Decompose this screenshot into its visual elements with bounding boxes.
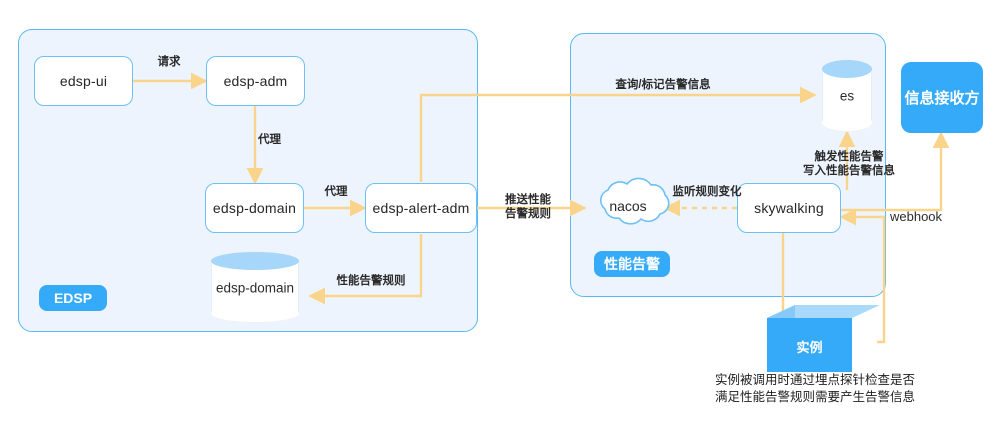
group-badge-performance-alert: 性能告警 xyxy=(594,251,670,277)
edge-label-proxy-domain-alert: 代理 xyxy=(324,186,348,198)
node-edsp-domain-database[interactable]: edsp-domain xyxy=(211,252,299,323)
node-edsp-ui[interactable]: edsp-ui xyxy=(34,56,133,106)
node-es-database-label: es xyxy=(839,88,855,104)
node-edsp-adm-label: edsp-adm xyxy=(223,73,288,89)
edge-label-webhook: webhook xyxy=(890,209,943,224)
edge-label-query-mark-alert-info: 查询/标记告警信息 xyxy=(615,79,711,91)
cylinder-bottom-ellipse xyxy=(211,304,299,323)
instance-caption: 实例被调用时通过埋点探针检查是否 满足性能告警规则需要产生告警信息 xyxy=(715,373,916,404)
node-instance-label[interactable]: 实例 xyxy=(796,340,823,355)
group-badge-edsp-label: EDSP xyxy=(53,290,93,306)
node-edsp-alert-adm[interactable]: edsp-alert-adm xyxy=(365,183,477,233)
edge-label-perf-alert-rule: 性能告警规则 xyxy=(336,275,406,287)
edge-label-push-alert-rule: 推送性能 告警规则 xyxy=(505,194,551,220)
node-edsp-ui-label: edsp-ui xyxy=(59,73,108,89)
node-nacos-label[interactable]: nacos xyxy=(609,198,647,214)
edge-label-request: 请求 xyxy=(157,56,181,68)
node-message-receiver-label: 信息接收方 xyxy=(904,90,980,107)
node-message-receiver[interactable]: 信息接收方 xyxy=(901,62,983,133)
node-es-database[interactable]: es xyxy=(822,60,872,132)
edge-label-listen-rule-change: 监听规则变化 xyxy=(672,186,742,198)
cylinder-top-ellipse xyxy=(211,252,299,270)
cylinder-top-ellipse xyxy=(822,60,872,78)
node-edsp-domain-service-label: edsp-domain xyxy=(212,200,297,216)
node-skywalking-label: skywalking xyxy=(754,200,824,216)
node-edsp-alert-adm-label: edsp-alert-adm xyxy=(372,200,470,216)
cylinder-bottom-ellipse xyxy=(822,113,872,132)
group-badge-edsp: EDSP xyxy=(39,285,107,311)
edge-label-proxy-adm-domain: 代理 xyxy=(258,134,281,146)
edge-label-trigger-write-alert: 触发性能告警 写入性能告警信息 xyxy=(803,151,895,177)
node-edsp-domain-service[interactable]: edsp-domain xyxy=(205,183,304,233)
node-skywalking[interactable]: skywalking xyxy=(737,183,841,233)
node-edsp-adm[interactable]: edsp-adm xyxy=(206,56,305,106)
group-badge-performance-alert-label: 性能告警 xyxy=(604,256,660,272)
node-edsp-domain-database-label: edsp-domain xyxy=(215,280,295,295)
